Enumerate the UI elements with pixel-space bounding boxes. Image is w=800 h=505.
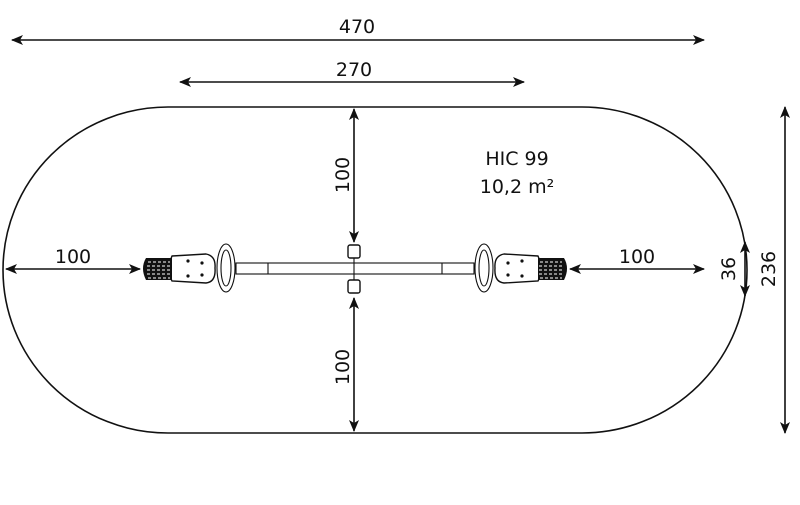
pivot-block-top xyxy=(347,244,361,259)
left-handle xyxy=(216,243,236,293)
pivot-block-bottom xyxy=(347,279,361,294)
dimension-left-clearance: 100 xyxy=(5,246,141,274)
product-area: 10,2 m² xyxy=(480,176,554,198)
dimension-right-clearance: 100 xyxy=(569,246,705,274)
right-tyre-bumper xyxy=(538,258,567,280)
bottom-clearance-label: 100 xyxy=(332,349,354,385)
product-code: HIC 99 xyxy=(485,148,548,170)
left-tyre-bumper xyxy=(143,258,172,280)
left-seat xyxy=(168,253,216,284)
total-length-label: 470 xyxy=(339,16,375,38)
seesaw-equipment xyxy=(143,243,567,294)
left-clearance-label: 100 xyxy=(55,246,91,268)
dimension-equipment-width: 36 xyxy=(718,241,750,297)
top-clearance-label: 100 xyxy=(332,157,354,193)
right-clearance-label: 100 xyxy=(619,246,655,268)
right-seat xyxy=(494,253,542,284)
equipment-length-label: 270 xyxy=(336,59,372,81)
safety-area-outline xyxy=(2,106,748,434)
seesaw-beam xyxy=(235,262,475,275)
dimension-total-length: 470 xyxy=(11,16,705,45)
right-handle xyxy=(474,243,494,293)
dimension-bottom-clearance: 100 xyxy=(332,297,359,432)
dimension-equipment-length: 270 xyxy=(179,59,525,87)
equipment-width-label: 36 xyxy=(718,257,740,281)
dimension-top-clearance: 100 xyxy=(332,108,359,243)
dimension-total-width: 236 xyxy=(758,106,790,434)
total-width-label: 236 xyxy=(758,251,780,287)
